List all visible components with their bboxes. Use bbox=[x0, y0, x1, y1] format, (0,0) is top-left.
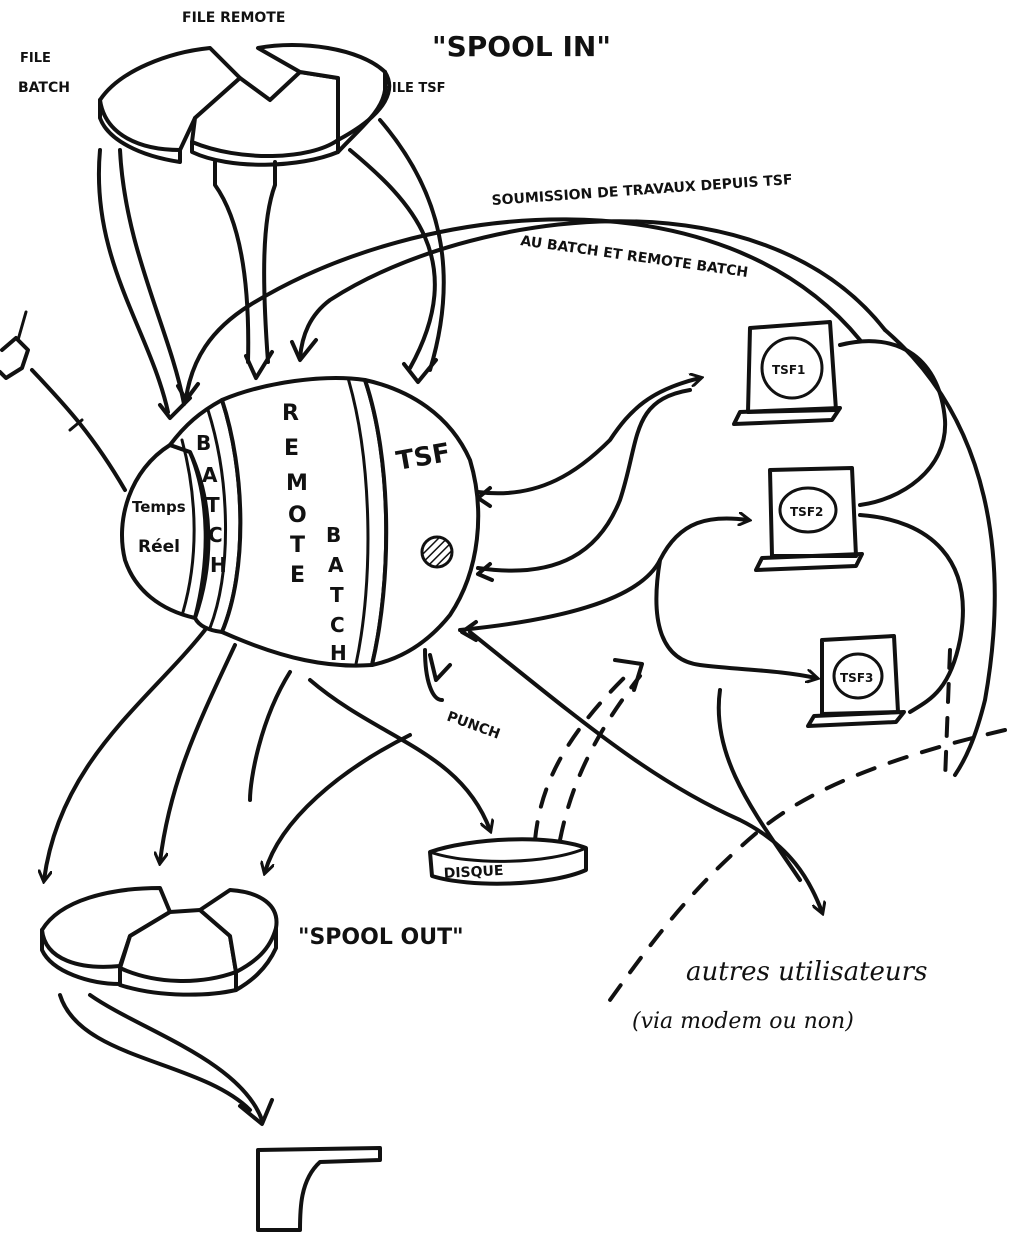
file-batch-label-2: BATCH bbox=[18, 80, 70, 96]
remote-batch-letter: C bbox=[330, 613, 345, 637]
tsf1-label: TSF1 bbox=[772, 363, 805, 377]
remote-batch-letter: T bbox=[330, 583, 344, 607]
batch-letter: H bbox=[210, 553, 227, 577]
temps-reel-label-2: Réel bbox=[138, 537, 180, 557]
remote-letter: E bbox=[284, 436, 299, 461]
batch-letter: B bbox=[196, 431, 211, 455]
remote-letter: T bbox=[290, 533, 305, 558]
soumission-label-1: SOUMISSION DE TRAVAUX DEPUIS TSF bbox=[491, 172, 793, 209]
batch-letter: T bbox=[206, 493, 220, 517]
remote-letter: M bbox=[286, 471, 308, 496]
tsf2-label: TSF2 bbox=[790, 505, 823, 519]
remote-letter: R bbox=[282, 401, 299, 426]
dashed-boundary bbox=[535, 650, 1005, 1000]
terminal-tsf2 bbox=[756, 468, 862, 570]
printer-arrow bbox=[60, 995, 250, 1110]
hatched-disk-icon bbox=[422, 537, 452, 567]
spool-in-disks bbox=[100, 45, 389, 165]
batch-letter: A bbox=[202, 463, 218, 487]
tsf3-label: TSF3 bbox=[840, 671, 873, 685]
spool-out-label: "SPOOL OUT" bbox=[298, 925, 464, 950]
file-batch-label-1: FILE bbox=[20, 51, 51, 66]
spool-out-disks bbox=[42, 888, 277, 995]
remote-letter: O bbox=[288, 503, 307, 528]
autres-label-1: autres utilisateurs bbox=[686, 957, 927, 987]
disque-label: DISQUE bbox=[443, 863, 504, 882]
temps-reel-label-1: Temps bbox=[132, 498, 186, 516]
printer-icon bbox=[258, 1148, 380, 1230]
file-remote-label: FILE REMOTE bbox=[182, 10, 285, 26]
remote-batch-letter: A bbox=[328, 553, 344, 577]
autres-label-2: (via modem ou non) bbox=[632, 1009, 854, 1034]
spool-out-arrows bbox=[44, 630, 490, 880]
punch-label: PUNCH bbox=[445, 709, 502, 743]
remote-batch-letter: H bbox=[330, 641, 347, 665]
spool-in-label: "SPOOL IN" bbox=[432, 30, 611, 63]
remote-letter: E bbox=[290, 563, 305, 588]
batch-letter: C bbox=[208, 523, 223, 547]
soumission-label-2: AU BATCH ET REMOTE BATCH bbox=[519, 233, 749, 281]
realtime-terminal bbox=[0, 312, 125, 490]
file-tsf-label: FILE TSF bbox=[383, 81, 446, 96]
remote-batch-letter: B bbox=[326, 523, 341, 547]
